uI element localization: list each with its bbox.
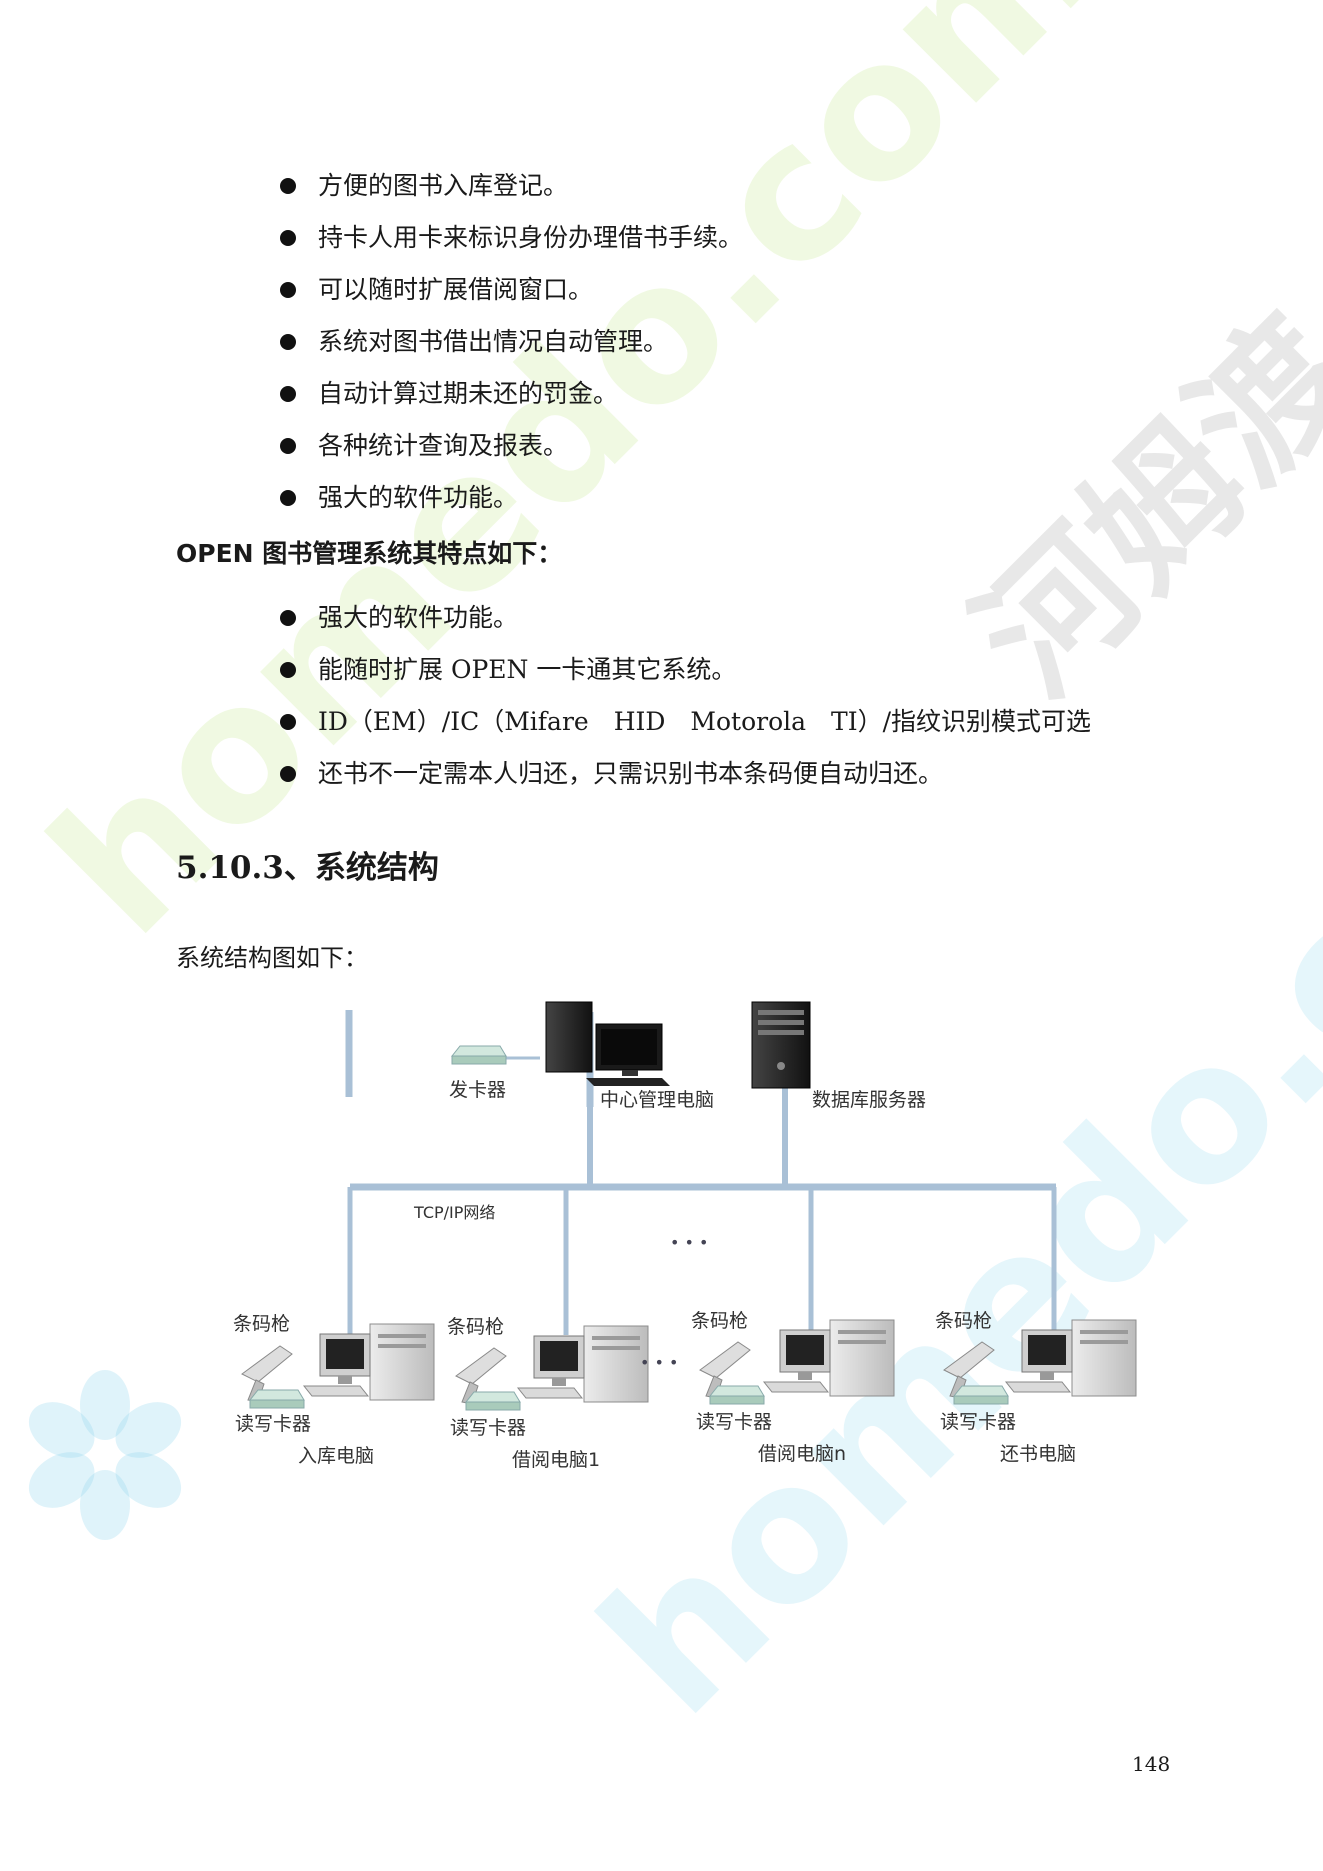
card-reader-label: 读写卡器: [450, 1417, 526, 1439]
subheading: OPEN 图书管理系统其特点如下：: [176, 539, 563, 568]
characteristics-list: 强大的软件功能。 能随时扩展 OPEN 一卡通其它系统。 ID（EM）/IC（M…: [280, 592, 1091, 800]
station-label: 还书电脑: [1000, 1443, 1076, 1465]
card-issuer-icon: [451, 1045, 507, 1065]
barcode-gun-label: 条码枪: [447, 1316, 504, 1338]
card-reader-icon: [709, 1385, 765, 1405]
card-reader-label: 读写卡器: [696, 1411, 772, 1433]
list-item: 方便的图书入库登记。: [280, 160, 743, 212]
card-reader-label: 读写卡器: [940, 1411, 1016, 1433]
barcode-gun-label: 条码枪: [233, 1313, 290, 1335]
section-title: 5.10.3、系统结构: [176, 850, 439, 886]
station-borrow-n: 条码枪 读写卡器 借阅电脑n: [691, 1310, 895, 1465]
list-item: 还书不一定需本人归还，只需识别书本条码便自动归还。: [280, 748, 1091, 800]
ellipsis-middle: • • •: [640, 1353, 678, 1372]
card-issuer-label: 发卡器: [449, 1079, 506, 1101]
feature-list: 方便的图书入库登记。 持卡人用卡来标识身份办理借书手续。 可以随时扩展借阅窗口。…: [280, 160, 743, 524]
list-item: 持卡人用卡来标识身份办理借书手续。: [280, 212, 743, 264]
list-item: ID（EM）/IC（Mifare HID Motorola TI）/指纹识别模式…: [280, 696, 1091, 748]
list-item: 各种统计查询及报表。: [280, 420, 743, 472]
page-number: 148: [1132, 1752, 1171, 1776]
network-label: TCP/IP网络: [413, 1203, 495, 1222]
barcode-gun-label: 条码枪: [935, 1310, 992, 1332]
station-label: 借阅电脑1: [512, 1449, 600, 1471]
station-label: 借阅电脑n: [758, 1443, 846, 1465]
ellipsis-top: • • •: [670, 1233, 708, 1252]
station-inbound: 条码枪 读写卡器 入库电脑: [233, 1313, 435, 1467]
list-item: 系统对图书借出情况自动管理。: [280, 316, 743, 368]
station-return: 条码枪 读写卡器 还书电脑: [935, 1310, 1137, 1465]
barcode-gun-label: 条码枪: [691, 1310, 748, 1332]
computer-icon: [517, 1325, 649, 1403]
computer-icon: [763, 1319, 895, 1397]
central-pc-label: 中心管理电脑: [600, 1089, 714, 1111]
computer-icon: [1005, 1319, 1137, 1397]
computer-icon: [303, 1323, 435, 1401]
list-item: 能随时扩展 OPEN 一卡通其它系统。: [280, 644, 1091, 696]
list-item: 可以随时扩展借阅窗口。: [280, 264, 743, 316]
card-reader-icon: [249, 1389, 305, 1409]
tcp-ip-network: [347, 1056, 1057, 1335]
card-reader-icon: [953, 1385, 1009, 1405]
central-pc-icon: [545, 1001, 670, 1086]
station-label: 入库电脑: [298, 1445, 374, 1467]
station-borrow-1: 条码枪 读写卡器 借阅电脑1: [447, 1316, 649, 1471]
card-reader-label: 读写卡器: [235, 1413, 311, 1435]
list-item: 强大的软件功能。: [280, 472, 743, 524]
intro-text: 系统结构图如下：: [176, 944, 368, 972]
database-server-icon: [751, 1001, 811, 1089]
list-item: 强大的软件功能。: [280, 592, 1091, 644]
list-item: 自动计算过期未还的罚金。: [280, 368, 743, 420]
database-server-label: 数据库服务器: [812, 1089, 926, 1111]
card-reader-icon: [465, 1391, 521, 1411]
